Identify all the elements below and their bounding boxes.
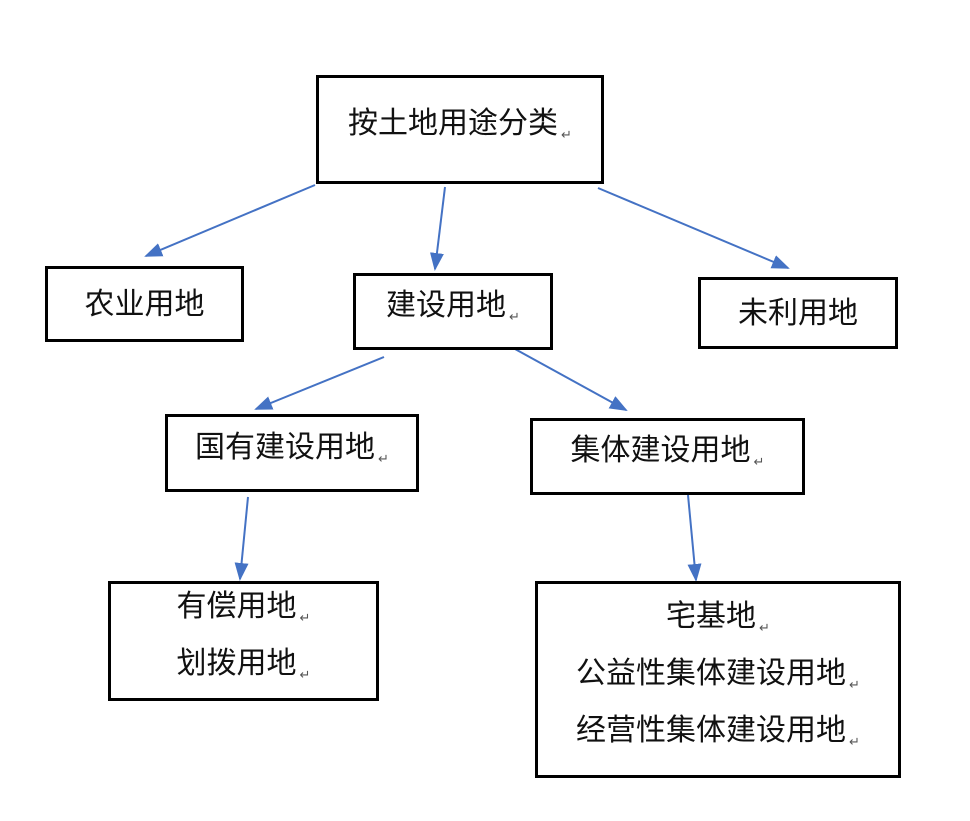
paid-use-land-label: 有偿用地 bbox=[176, 589, 297, 624]
paragraph-mark-icon: ↵ bbox=[509, 310, 520, 325]
paragraph-mark-icon: ↵ bbox=[378, 451, 389, 467]
edge-root-to-agri bbox=[144, 184, 316, 257]
homestead-land-label: 宅基地 bbox=[666, 599, 757, 634]
edge-root-to-construction bbox=[429, 186, 446, 271]
edge-state-to-state-children bbox=[234, 496, 249, 581]
paragraph-mark-icon: ↵ bbox=[759, 621, 770, 636]
node-collective-construction-land: 集体建设用地↵ bbox=[530, 418, 805, 495]
commercial-land-label: 经营性集体建设用地 bbox=[576, 713, 847, 748]
edge-collective-to-collective-children bbox=[687, 494, 702, 582]
node-construction-land-label: 建设用地 bbox=[386, 288, 507, 323]
node-construction-land: 建设用地↵ bbox=[353, 273, 553, 350]
edge-construction-to-collective bbox=[514, 348, 628, 411]
paragraph-mark-icon: ↵ bbox=[299, 611, 311, 626]
node-collective-land-types: 宅基地↵ 公益性集体建设用地↵ 经营性集体建设用地↵ bbox=[535, 581, 901, 778]
node-agricultural-land: 农业用地 bbox=[45, 266, 244, 342]
paragraph-mark-icon: ↵ bbox=[849, 678, 860, 693]
node-state-construction-land-label: 国有建设用地 bbox=[195, 429, 376, 465]
paragraph-mark-icon: ↵ bbox=[849, 735, 860, 750]
edge-root-to-unused bbox=[597, 187, 790, 269]
allocated-land-label: 划拨用地 bbox=[176, 646, 297, 681]
paragraph-mark-icon: ↵ bbox=[299, 668, 311, 683]
node-state-construction-land: 国有建设用地↵ bbox=[165, 414, 419, 492]
public-welfare-land-label: 公益性集体建设用地 bbox=[576, 656, 847, 691]
node-collective-construction-land-label: 集体建设用地 bbox=[570, 433, 751, 468]
node-unused-land: 未利用地 bbox=[698, 277, 898, 349]
node-agricultural-land-label: 农业用地 bbox=[84, 286, 205, 322]
node-unused-land-label: 未利用地 bbox=[738, 295, 858, 331]
node-state-land-types: 有偿用地↵ 划拨用地↵ bbox=[108, 581, 379, 701]
node-root: 按土地用途分类↵ bbox=[316, 75, 604, 184]
edge-construction-to-state bbox=[254, 356, 385, 410]
node-root-label: 按土地用途分类 bbox=[348, 106, 559, 141]
paragraph-mark-icon: ↵ bbox=[561, 128, 572, 143]
paragraph-mark-icon: ↵ bbox=[753, 455, 765, 470]
